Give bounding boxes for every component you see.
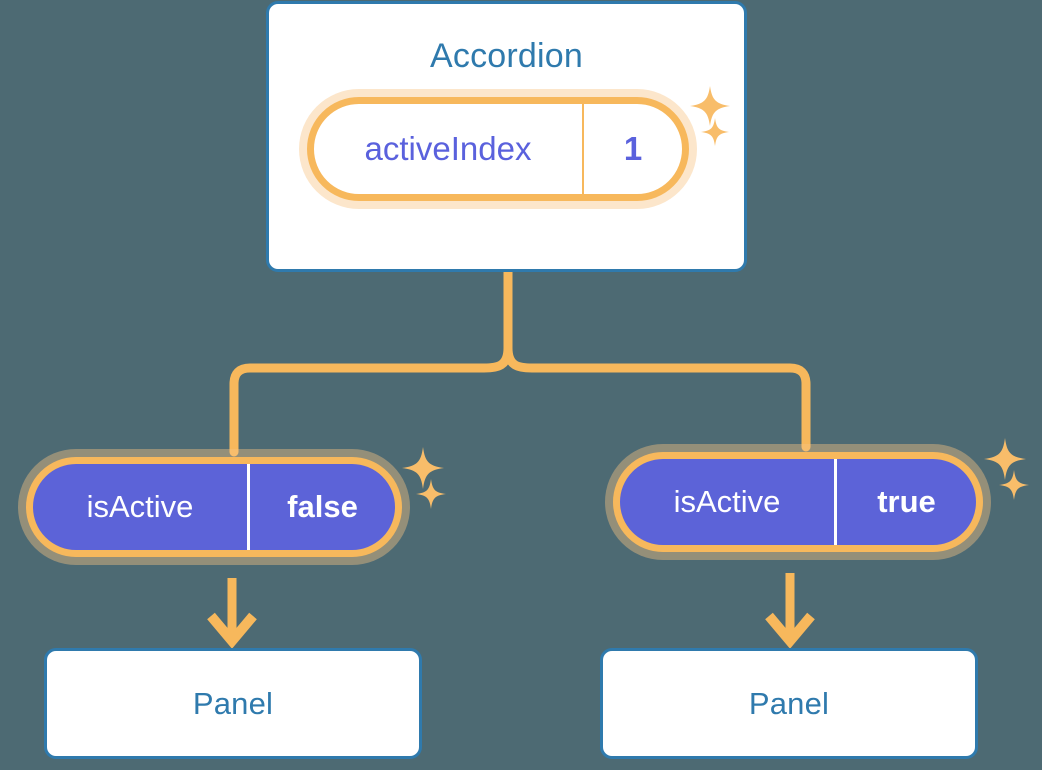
sparkle-small-icon: [416, 479, 446, 509]
sparkle-icon: [984, 438, 1026, 480]
pill-body: isActive false: [26, 457, 402, 557]
component-card-panel-left[interactable]: Panel: [44, 648, 422, 759]
pill-body: isActive true: [613, 452, 983, 552]
pill-value-label: true: [834, 459, 976, 545]
accordion-title: Accordion: [430, 37, 583, 75]
component-card-panel-right[interactable]: Panel: [600, 648, 978, 759]
pill-body: activeIndex 1: [307, 97, 689, 201]
sparkle-small-icon: [999, 470, 1029, 500]
pill-key-label: isActive: [673, 484, 781, 519]
connector-branch-right: [503, 343, 811, 452]
pill-value-label: false: [247, 464, 395, 550]
pill-value-label: 1: [582, 104, 682, 194]
arrow-head-right: [765, 612, 815, 649]
pill-key-label: activeIndex: [364, 130, 532, 167]
pill-key-label: isActive: [86, 489, 194, 524]
state-pill-is-active-false[interactable]: isActive false: [26, 457, 402, 557]
state-pill-active-index[interactable]: activeIndex 1: [307, 97, 689, 201]
panel-title: Panel: [192, 685, 274, 721]
panel-title: Panel: [748, 685, 830, 721]
state-pill-is-active-true[interactable]: isActive true: [613, 452, 983, 552]
sparkle-icon: [402, 447, 444, 489]
arrow-head-left: [207, 612, 257, 649]
connector-branch-left: [229, 343, 513, 457]
